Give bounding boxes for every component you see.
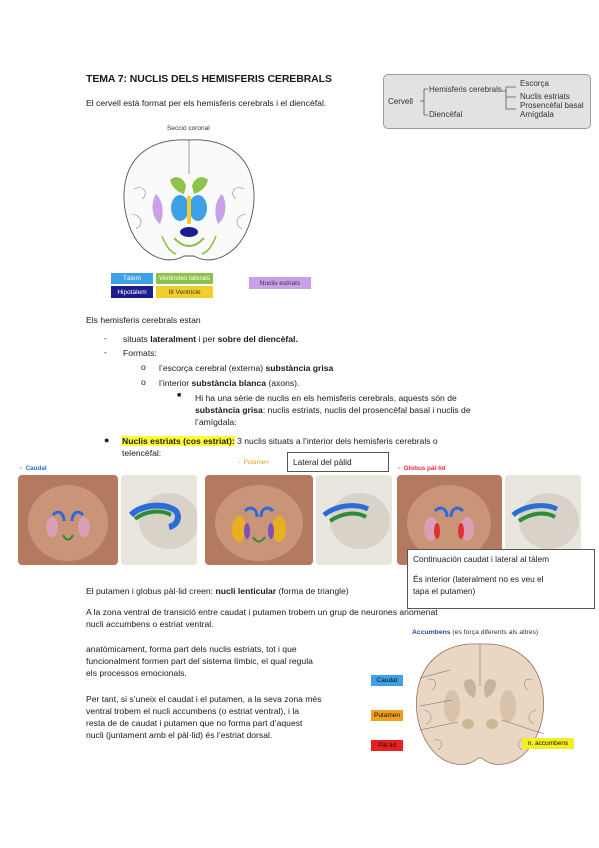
schema-root: Cervell [388, 97, 413, 106]
interior-post: (axons). [266, 378, 300, 388]
globus-lateral-drawing [511, 493, 579, 549]
tag-putamen: - Putamen [238, 459, 269, 466]
schema-diencefal: Diencèfal [429, 110, 463, 119]
accumbens-brain-drawing [416, 643, 545, 765]
schema-amigdala: Amígdala [520, 110, 554, 119]
skull-photo-putamen [316, 475, 392, 565]
estriats-line-2: telencèfal: [122, 448, 162, 458]
callout-interior-2: tapa el putamen) [413, 586, 476, 596]
accumbens-title-rest: (es força diferents als altres) [450, 629, 539, 636]
brain-schema: Cervell Hemisferis cerebrals Diencèfal E… [383, 74, 591, 129]
callout-continuacio-text: Continuación caudat i lateral al tàlem [413, 554, 550, 564]
coronal-brain-drawing [123, 139, 255, 261]
estriats-text: Nuclis estriats (cos estriat): 3 nuclis … [122, 435, 502, 459]
interior-bold: substància blanca [191, 378, 266, 388]
situats-bold-1: lateralment [150, 334, 197, 344]
accumbens-title-bold: Accumbens [412, 629, 451, 636]
para1-post: (forma de triangle) [276, 586, 349, 596]
accumbens-figure-title: Accumbens (es força diferents als altres… [412, 629, 538, 636]
nuclis-line-2-bold: substància grisa [195, 405, 263, 415]
legend-talem: Tàlem [111, 273, 153, 284]
escorca-bold: substància grisa [265, 363, 334, 373]
legend-iii-ventricle: III Ventricle [156, 286, 213, 298]
para-dorsal: Per tant, si s’uneix el caudat i el puta… [86, 693, 371, 741]
skull-photo-caudal [121, 475, 197, 565]
list-situats: situats lateralment i per sobre del dien… [123, 333, 298, 345]
para-accumbens: A la zona ventral de transició entre cau… [86, 606, 516, 630]
caudal-section-drawing [28, 485, 108, 561]
tag-caudal: - Caudal [20, 465, 47, 472]
brain-photo-caudal [18, 475, 118, 565]
interior-pre: l’interior [159, 378, 192, 388]
dash-2: - [104, 347, 107, 357]
estriats-line-1: 3 nuclis situats a l’interior dels hemis… [234, 436, 438, 446]
para2-line-2: nucli accumbens o estriat ventral. [86, 619, 214, 629]
schema-hemisferis: Hemisferis cerebrals [429, 85, 502, 94]
nuclis-line-1: Hi ha una sèrie de nuclis en els hemisfe… [195, 393, 457, 403]
page-title: TEMA 7: NUCLIS DELS HEMISFERIS CEREBRALS [86, 73, 332, 85]
list-escorca: l’escorça cerebral (externa) substància … [159, 362, 333, 374]
para-lenticular: El putamen i globus pàl·lid creen: nucli… [86, 585, 349, 597]
coronal-section-figure: Secció coronal Tàlem Ventricles laterals… [104, 122, 319, 304]
estriats-label: Nuclis estriats (cos estriat): [122, 436, 235, 446]
para1-pre: El putamen i globus pàl·lid creen: [86, 586, 216, 596]
accumbens-label-putamen: Putamen [371, 710, 403, 721]
para3-line-1: anatòmicament, forma part dels nuclis es… [86, 644, 297, 654]
nuclis-line-3: l’amígdala: [195, 417, 237, 427]
globus-section-drawing [407, 485, 491, 561]
putamen-lateral-drawing [322, 493, 390, 549]
para1-bold: nucli lenticular [215, 586, 277, 596]
para4-line-4: nucli (juntament amb el pàl·lid) és l’es… [86, 730, 273, 740]
accumbens-label-caudat: Caudat [371, 675, 403, 686]
para4-line-1: Per tant, si s’uneix el caudat i el puta… [86, 694, 322, 704]
schema-escorca: Escorça [520, 79, 549, 88]
para4-line-3: resta de de caudat i putamen que no form… [86, 718, 303, 728]
para3-line-2: funcionalment formen part del sistema lí… [86, 656, 313, 666]
schema-braces [420, 86, 516, 116]
situats-bold-2: sobre del diencèfal. [217, 334, 298, 344]
escorca-pre: l’escorça cerebral (externa) [159, 363, 266, 373]
intro-text: El cervell està format per els hemisferi… [86, 98, 327, 108]
schema-nuclis-estriats: Nuclis estriats [520, 92, 570, 101]
dash-1: - [104, 333, 107, 343]
legend-ventricles: Ventricles laterals [156, 273, 213, 284]
putamen-label: Putamen [243, 459, 269, 466]
accumbens-figure: Accumbens (es força diferents als altres… [370, 628, 585, 773]
accumbens-label-palid: Pàl·lid [371, 740, 403, 751]
dot-bullet: ● [104, 435, 110, 445]
square-bullet: ■ [177, 392, 182, 399]
globus-label: Globus pàl·lid [403, 465, 446, 472]
list-interior: l’interior substància blanca (axons). [159, 377, 299, 389]
brain-photo-putamen [205, 475, 313, 565]
para4-line-2: ventral trobem el nucli accumbens (o est… [86, 706, 300, 716]
nuclis-line-2: : nuclis estriats, nuclis del prosencèfa… [262, 405, 471, 415]
callout-lateral: Lateral del pàlid [287, 452, 389, 472]
legend-hipotalem: Hipotàlem [111, 286, 153, 298]
hemisferis-intro: Els hemisferis cerebrals estan [86, 315, 201, 325]
legend-nuclis-estriats: Nuclis estriats [249, 277, 311, 289]
situats-mid: i per [196, 334, 218, 344]
circle-2: o [141, 377, 146, 387]
para3-line-3: els processos emocionals. [86, 668, 187, 678]
para-limbic: anatòmicament, forma part dels nuclis es… [86, 643, 371, 679]
list-formats: Formats: [123, 348, 157, 358]
schema-prosencefal: Prosencèfal basal [520, 101, 584, 110]
caudal-label: Caudal [25, 465, 47, 472]
para2-line-1: A la zona ventral de transició entre cau… [86, 607, 438, 617]
circle-1: o [141, 362, 146, 372]
callout-interior-1: És interior (lateralment no es veu el [413, 574, 544, 584]
coronal-figure-title: Secció coronal [167, 125, 210, 132]
caudal-lateral-drawing [128, 493, 197, 549]
situats-pre: situats [123, 334, 151, 344]
accumbens-label-naccumbens: n. accumbens [522, 738, 574, 749]
putamen-section-drawing [215, 485, 303, 561]
callout-continuacio: Continuación caudat i lateral al tàlem É… [407, 549, 595, 609]
list-nuclis: Hi ha una sèrie de nuclis en els hemisfe… [195, 392, 495, 428]
tag-globus: - Globus pàl·lid [398, 465, 446, 472]
